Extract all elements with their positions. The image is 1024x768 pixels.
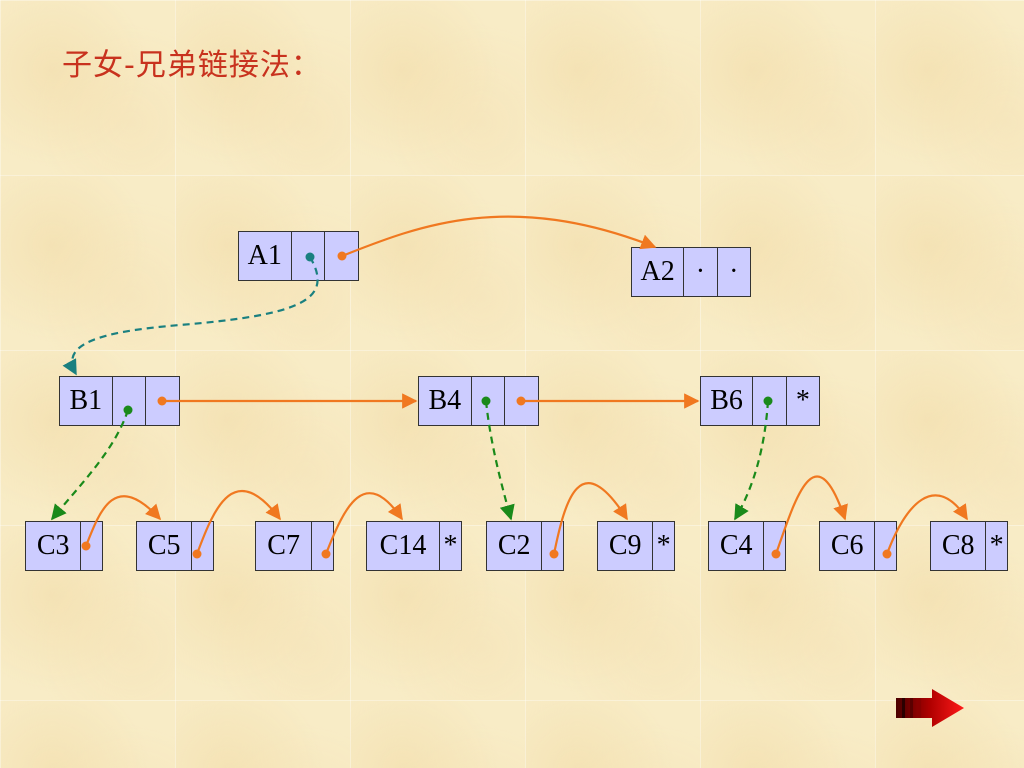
pointer-dot-c6-sibling — [882, 549, 892, 559]
node-b6-label: B6 — [710, 385, 743, 416]
node-b1-sibling-ptr — [145, 377, 179, 425]
sibling-link-c7-c14 — [324, 492, 403, 555]
child-link-b4-c2 — [484, 400, 515, 521]
pointer-dot-a1-child — [305, 252, 315, 262]
node-b4-child-ptr — [470, 377, 505, 425]
page-title: 子女-兄弟链接法： — [62, 48, 322, 83]
sibling-link-c2-c9 — [552, 482, 628, 555]
child-link-b1-c3 — [51, 409, 130, 521]
node-c5-label: C5 — [147, 530, 181, 561]
node-c6-sibling-ptr — [874, 522, 896, 570]
node-c4: C4 — [708, 521, 786, 571]
node-a2: A2 · · — [631, 247, 751, 297]
node-c7-sibling-ptr — [311, 522, 333, 570]
node-c2: C2 — [486, 521, 564, 571]
node-a2-child-ptr: · — [683, 248, 716, 296]
node-b6-sibling-ptr: * — [785, 377, 819, 425]
node-c7-label: C7 — [267, 530, 300, 561]
sibling-link-c5-c7 — [195, 489, 281, 555]
sibling-link-c6-c8 — [885, 494, 968, 555]
node-c14: C14 * — [366, 521, 462, 571]
pointer-dot-c7-sibling — [321, 549, 331, 559]
node-c8-label: C8 — [941, 530, 975, 561]
pointer-dot-c4-sibling — [771, 549, 781, 559]
node-c8: C8 * — [930, 521, 1008, 571]
node-c9-label: C9 — [608, 530, 642, 561]
sibling-link-a1-a2 — [341, 215, 657, 258]
node-a1-label: A1 — [247, 240, 282, 271]
pointer-dot-b6-child — [763, 396, 773, 406]
child-link-b6-c4 — [734, 400, 770, 521]
node-c4-label: C4 — [719, 530, 753, 561]
sibling-link-c4-c6 — [774, 475, 848, 555]
node-c2-sibling-ptr — [541, 522, 563, 570]
pointer-dot-c2-sibling — [549, 549, 559, 559]
node-c14-label: C14 — [379, 530, 427, 561]
next-arrow-icon[interactable] — [896, 688, 966, 728]
node-c2-label: C2 — [497, 530, 531, 561]
node-c14-sibling-ptr: * — [439, 522, 461, 570]
pointer-dot-a1-sibling — [337, 251, 347, 261]
node-b1-child-ptr — [111, 377, 146, 425]
node-c4-sibling-ptr — [763, 522, 785, 570]
pointer-dot-c5-sibling — [192, 549, 202, 559]
node-c6-label: C6 — [830, 530, 864, 561]
pointer-dot-b1-sibling — [157, 396, 167, 406]
node-b6-child-ptr — [752, 377, 785, 425]
node-c3-label: C3 — [36, 530, 70, 561]
node-c5: C5 — [136, 521, 214, 571]
node-c9-sibling-ptr: * — [652, 522, 674, 570]
pointer-dot-c3-sibling — [81, 541, 91, 551]
node-c5-sibling-ptr — [191, 522, 213, 570]
node-c8-sibling-ptr: * — [985, 522, 1007, 570]
node-c7: C7 — [255, 521, 334, 571]
node-b4-sibling-ptr — [504, 377, 538, 425]
node-c3-sibling-ptr — [80, 522, 102, 570]
node-a1-sibling-ptr — [324, 232, 358, 280]
node-c9: C9 * — [597, 521, 675, 571]
node-b6: B6 * — [700, 376, 820, 426]
node-b4-label: B4 — [428, 385, 462, 416]
node-a1-child-ptr — [290, 232, 325, 280]
node-a2-label: A2 — [640, 256, 675, 287]
pointer-dot-b4-child — [481, 396, 491, 406]
node-b1-label: B1 — [69, 385, 103, 416]
node-c6: C6 — [819, 521, 897, 571]
sibling-link-c3-c5 — [84, 495, 162, 547]
pointer-dot-b4-sibling — [516, 396, 526, 406]
pointer-dot-b1-child — [123, 405, 133, 415]
node-a2-sibling-ptr: · — [716, 248, 750, 296]
child-link-a1-b1 — [62, 256, 319, 376]
